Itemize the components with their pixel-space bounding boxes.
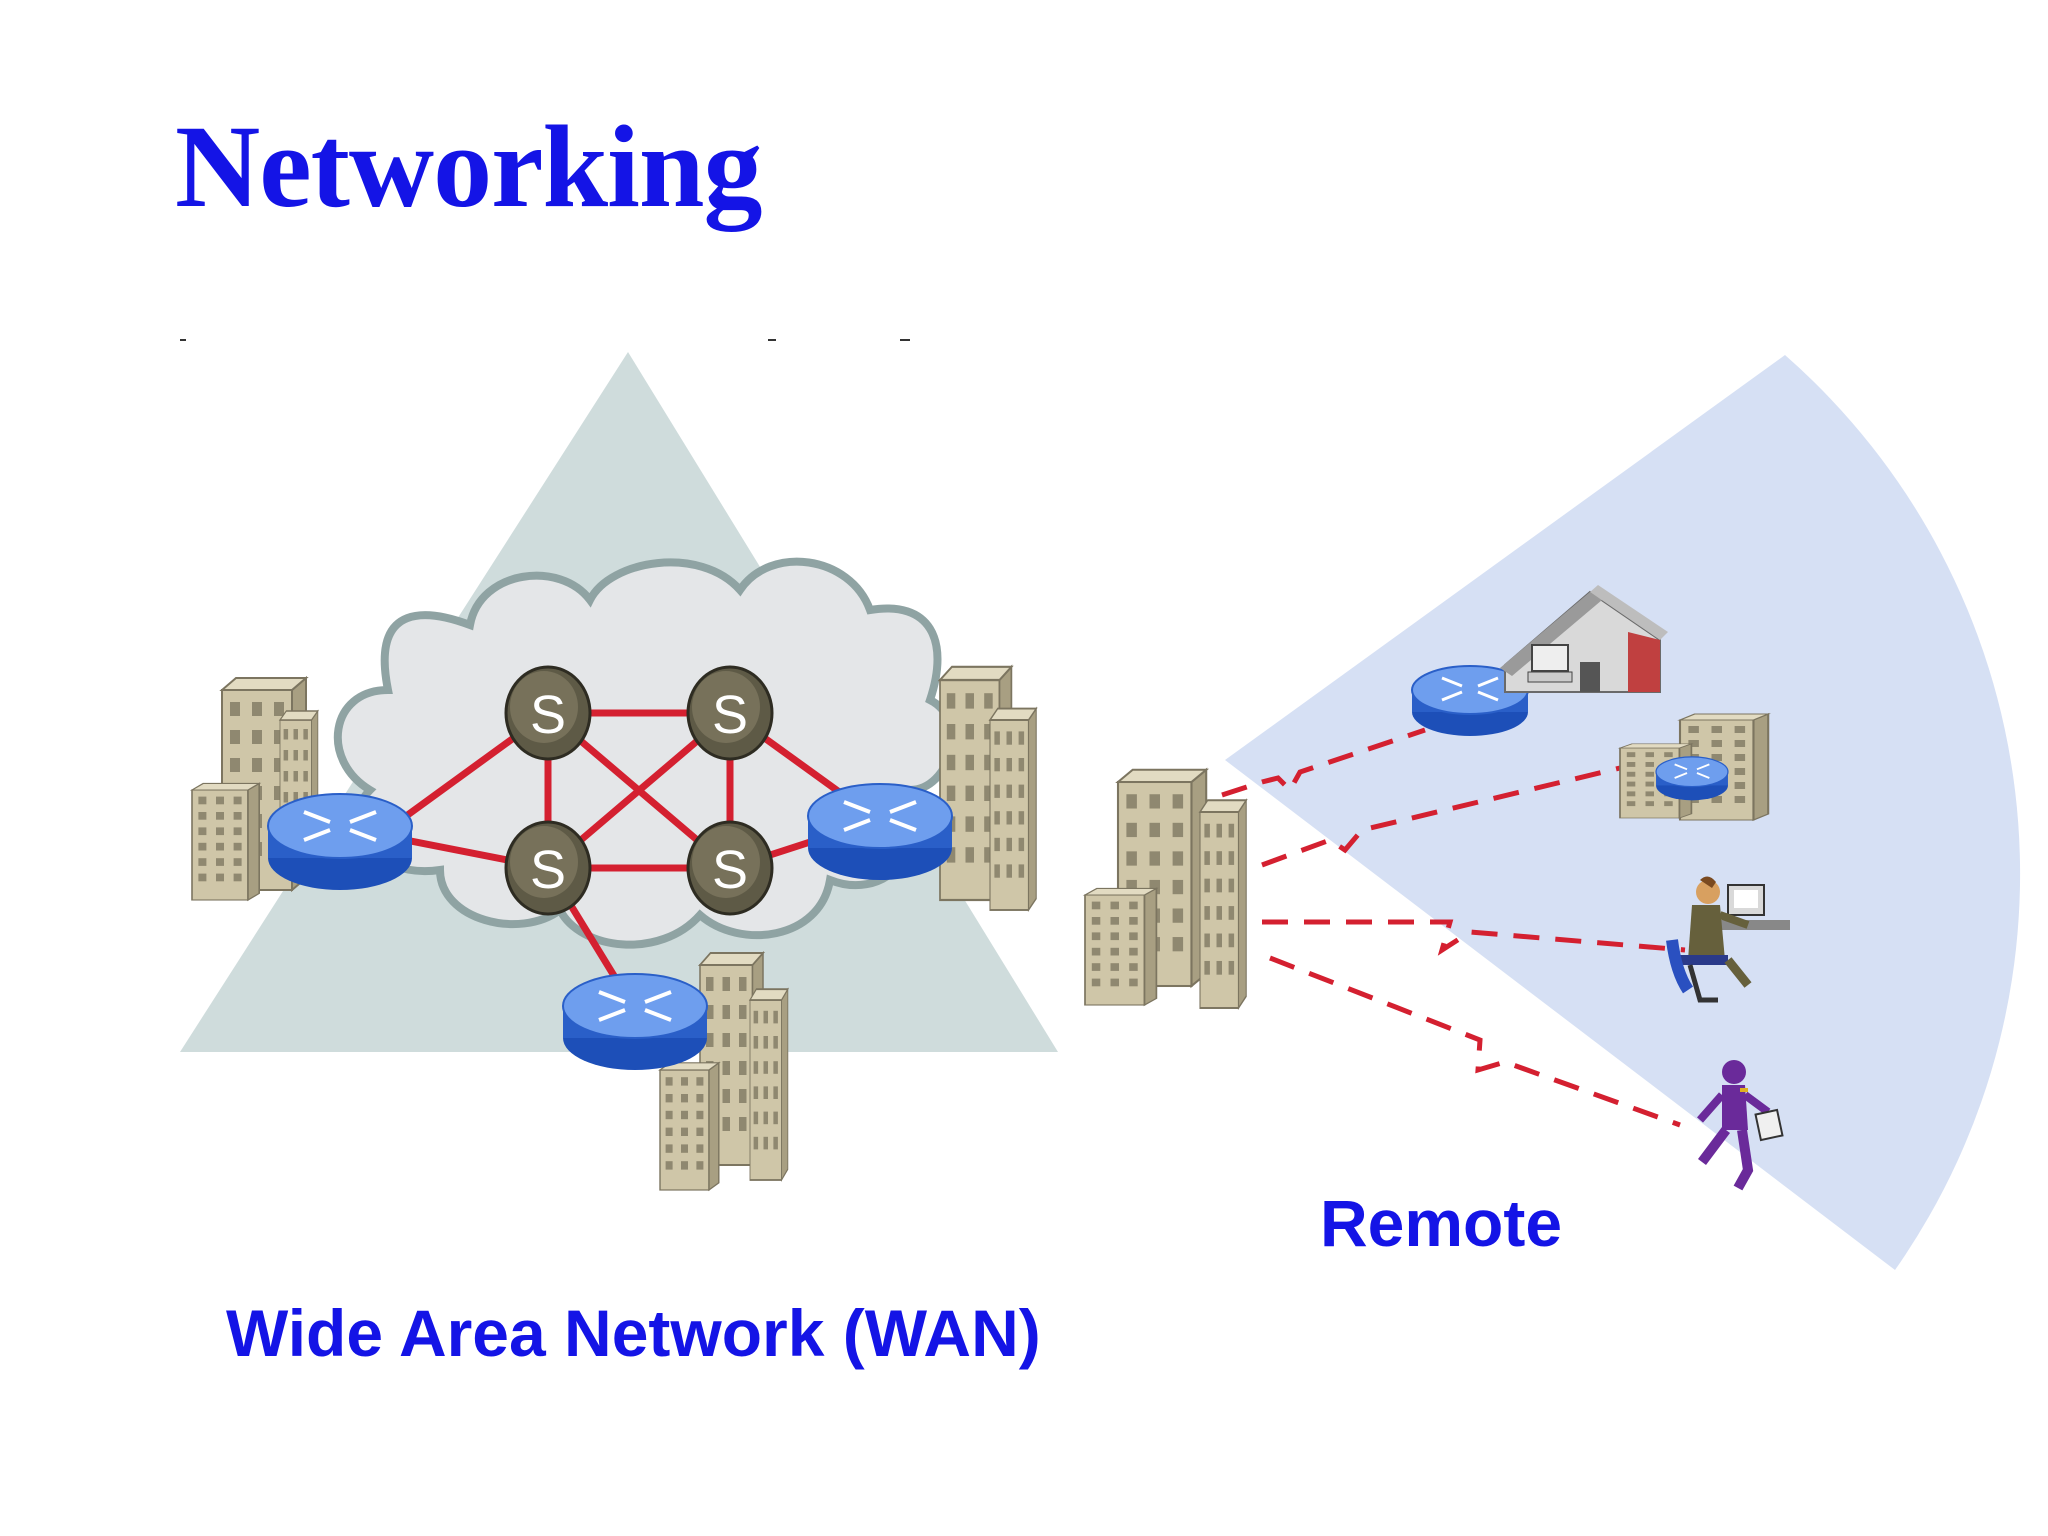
house-icon <box>1500 585 1668 693</box>
office-building-icon <box>1084 768 1248 1009</box>
router-icon <box>1655 755 1729 802</box>
office-building-icon <box>938 665 1038 911</box>
switch-icon: S <box>504 665 592 761</box>
office-worker-icon <box>1666 876 1790 1003</box>
remote-links <box>1221 727 1686 1128</box>
slide-title: Networking <box>175 101 763 232</box>
router-icon <box>561 972 709 1072</box>
switch-label: S <box>712 840 748 900</box>
switch-icon: S <box>686 820 774 916</box>
stray-dash-mark <box>768 339 776 341</box>
router-icon <box>806 782 954 882</box>
switch-label: S <box>530 840 566 900</box>
switch-icon: S <box>504 820 592 916</box>
mobile-user-icon <box>1696 1060 1784 1191</box>
switch-icon: S <box>686 665 774 761</box>
switch-label: S <box>530 685 566 745</box>
switch-label: S <box>712 685 748 745</box>
router-icon <box>266 792 414 892</box>
remote-label: Remote <box>1320 1186 1563 1260</box>
stray-dash-mark <box>180 339 186 341</box>
wan-label: Wide Area Network (WAN) <box>226 1296 1041 1370</box>
stray-dash-mark <box>900 339 910 341</box>
